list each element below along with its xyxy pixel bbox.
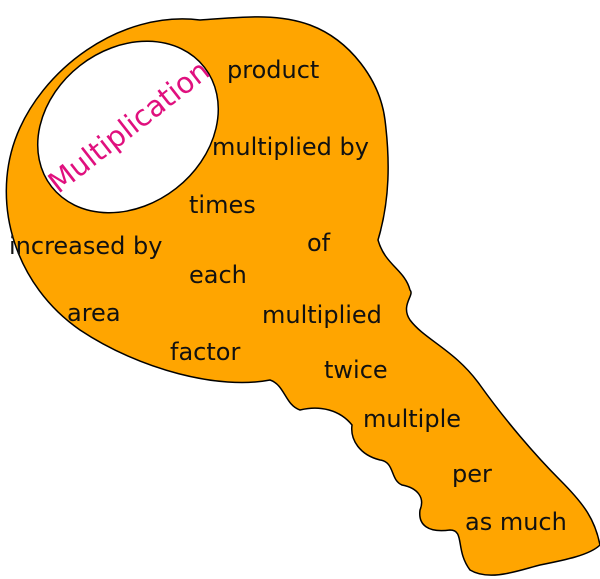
- word-of: of: [307, 229, 331, 257]
- word-per: per: [452, 460, 492, 488]
- word-times: times: [189, 191, 256, 219]
- word-multiplied: multiplied: [262, 301, 382, 329]
- word-increased-by: increased by: [9, 232, 162, 260]
- word-product: product: [227, 56, 319, 84]
- word-each: each: [189, 261, 247, 289]
- key-hole: [36, 40, 220, 214]
- word-twice: twice: [324, 356, 388, 384]
- word-as-much: as much: [465, 508, 567, 536]
- word-multiple: multiple: [363, 405, 461, 433]
- word-multiplied-by: multiplied by: [212, 133, 369, 161]
- word-factor: factor: [170, 338, 240, 366]
- word-area: area: [67, 299, 121, 327]
